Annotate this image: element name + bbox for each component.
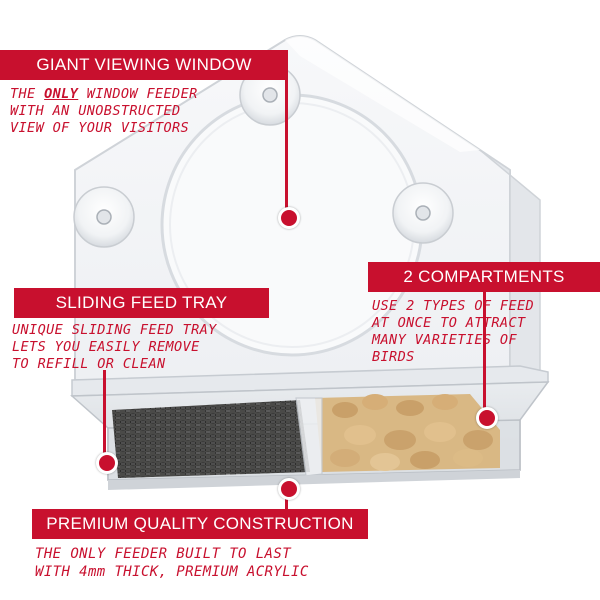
sliding-tray-title: SLIDING FEED TRAY (14, 288, 269, 318)
compartment-right-peanuts (315, 394, 500, 472)
connector-compartments-v (483, 290, 486, 412)
compartment-left-seeds (112, 400, 310, 478)
sliding-tray-description: UNIQUE SLIDING FEED TRAY LETS YOU EASILY… (12, 322, 217, 372)
suction-cup-right (392, 182, 454, 244)
viewing-window-title: GIANT VIEWING WINDOW (0, 50, 288, 80)
compartments-description: USE 2 TYPES OF FEED AT ONCE TO ATTRACT M… (372, 298, 535, 365)
compartments-title: 2 COMPARTMENTS (368, 262, 600, 292)
connector-viewing-v (285, 63, 288, 213)
viewing-window-description: THE ONLY WINDOW FEEDER WITH AN UNOBSTRUC… (10, 86, 198, 136)
sliding-tray-marker (96, 452, 118, 474)
construction-marker (278, 478, 300, 500)
construction-description: THE ONLY FEEDER BUILT TO LAST WITH 4mm T… (35, 546, 309, 580)
construction-title: PREMIUM QUALITY CONSTRUCTION (32, 509, 368, 539)
suction-cup-left (73, 186, 135, 248)
compartments-marker (476, 407, 498, 429)
connector-tray-v (103, 370, 106, 460)
compartment-divider (295, 397, 323, 477)
connector-construction-v (285, 486, 288, 516)
viewing-window-marker (278, 207, 300, 229)
